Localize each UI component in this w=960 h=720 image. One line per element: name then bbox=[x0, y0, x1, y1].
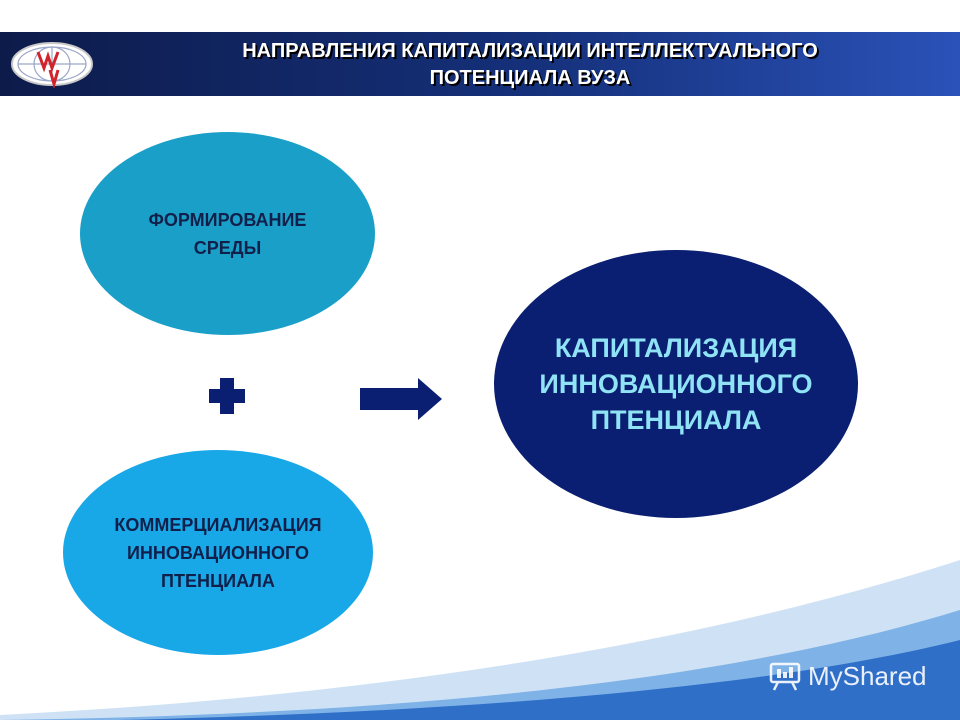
ellipse-label-line: КАПИТАЛИЗАЦИЯ bbox=[554, 333, 798, 363]
title-bar bbox=[0, 32, 960, 96]
ellipse-label-line: ИННОВАЦИОННОГО bbox=[539, 369, 813, 399]
title-line-1: НАПРАВЛЕНИЯ КАПИТАЛИЗАЦИИ ИНТЕЛЛЕКТУАЛЬН… bbox=[242, 40, 818, 62]
watermark-text: MyShared bbox=[808, 660, 927, 691]
slide-title: НАПРАВЛЕНИЯ КАПИТАЛИЗАЦИИ ИНТЕЛЛЕКТУАЛЬН… bbox=[170, 38, 890, 92]
environment-formation-ellipse: ФОРМИРОВАНИЕ СРЕДЫ bbox=[80, 132, 375, 335]
arrow-right-icon bbox=[360, 378, 442, 420]
ellipse-label-line: ПТЕНЦИАЛА bbox=[590, 405, 762, 435]
plus-icon bbox=[209, 378, 245, 414]
ellipse-label-line: ИННОВАЦИОННОГО bbox=[126, 542, 310, 563]
university-globe-logo bbox=[11, 42, 93, 88]
capitalization-result-ellipse: КАПИТАЛИЗАЦИЯ ИННОВАЦИОННОГО ПТЕНЦИАЛА bbox=[494, 250, 858, 518]
ellipse-label-line: КОММЕРЦИАЛИЗАЦИЯ bbox=[114, 514, 322, 535]
myshared-watermark: MyShared bbox=[768, 656, 927, 696]
ellipse-label-line: ПТЕНЦИАЛА bbox=[161, 570, 275, 591]
ellipse-label-line: СРЕДЫ bbox=[193, 237, 262, 258]
title-line-2: ПОТЕНЦИАЛА ВУЗА bbox=[429, 67, 631, 89]
commercialization-ellipse: КОММЕРЦИАЛИЗАЦИЯ ИННОВАЦИОННОГО ПТЕНЦИАЛ… bbox=[63, 450, 373, 655]
ellipse-label-line: ФОРМИРОВАНИЕ bbox=[148, 209, 307, 230]
presentation-board-icon bbox=[769, 662, 801, 691]
